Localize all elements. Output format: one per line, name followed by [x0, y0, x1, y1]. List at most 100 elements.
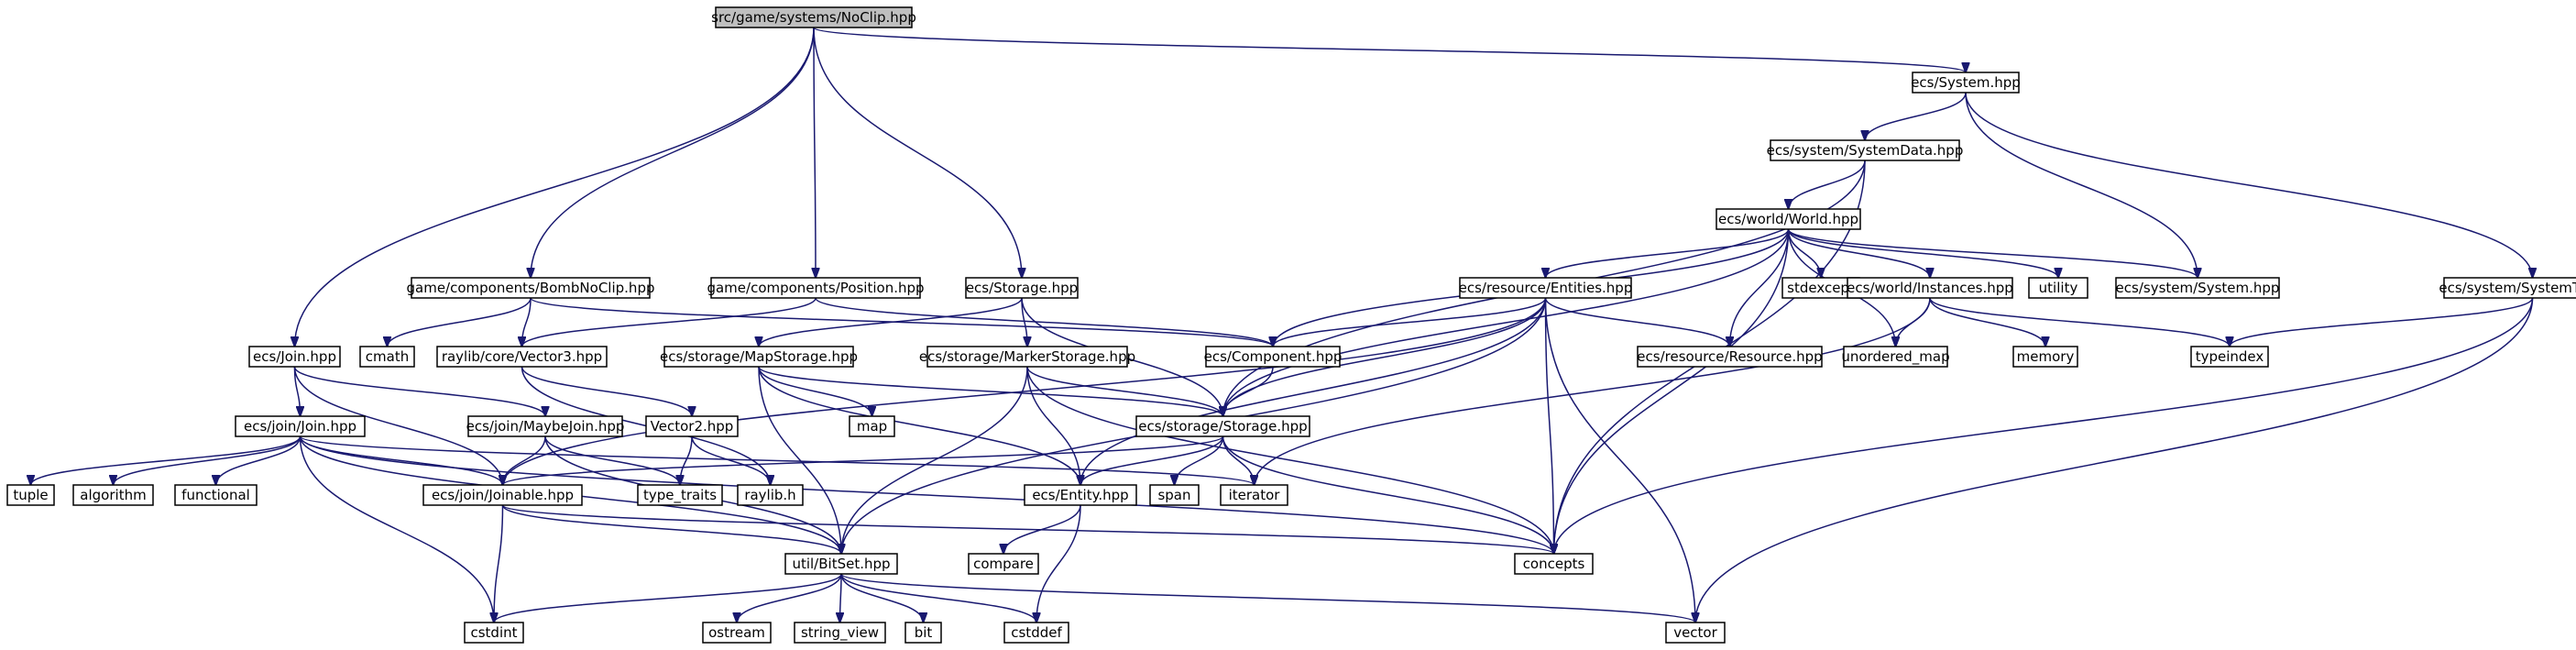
node-raylib-core-vector3-hpp[interactable]: raylib/core/Vector3.hpp [436, 346, 608, 368]
node-ecs-storage-markerstorage-hpp[interactable]: ecs/storage/MarkerStorage.hpp [919, 346, 1135, 368]
node-utility[interactable]: utility [2028, 277, 2088, 299]
node-label: ecs/resource/Entities.hpp [1459, 280, 1633, 296]
node-ecs-storage-storage-hpp[interactable]: ecs/storage/Storage.hpp [1135, 415, 1310, 437]
node-unordered-map[interactable]: unordered_map [1841, 346, 1950, 368]
node-map[interactable]: map [849, 415, 895, 437]
node-label: game/components/BombNoClip.hpp [407, 280, 655, 296]
node-src-game-systems-noclip-hpp[interactable]: src/game/systems/NoClip.hpp [711, 6, 916, 28]
edge-ecs-storage-mapstorage-hpp-to-ecs-entity-hpp [758, 366, 1080, 485]
node-label: algorithm [80, 487, 146, 503]
node-bit[interactable]: bit [904, 622, 942, 644]
node-label: iterator [1229, 487, 1281, 503]
node-ecs-system-system-hpp[interactable]: ecs/system/System.hpp [2115, 277, 2280, 299]
node-ecs-storage-mapstorage-hpp[interactable]: ecs/storage/MapStorage.hpp [660, 346, 858, 368]
node-label: ecs/Entity.hpp [1032, 487, 1128, 503]
node-compare[interactable]: compare [968, 553, 1039, 575]
node-box [467, 415, 623, 437]
edge-util-bitset-hpp-to-string-view [840, 573, 842, 622]
node-game-components-bombnoclip-hpp[interactable]: game/components/BombNoClip.hpp [407, 277, 655, 299]
edge-util-bitset-hpp-to-ostream [737, 573, 842, 622]
node-box [2012, 346, 2078, 368]
node-label: stdexcept [1787, 280, 1855, 296]
node-ecs-resource-resource-hpp[interactable]: ecs/resource/Resource.hpp [1637, 346, 1823, 368]
node-cstdint[interactable]: cstdint [464, 622, 524, 644]
node-util-bitset-hpp[interactable]: util/BitSet.hpp [784, 553, 898, 575]
edge-src-game-systems-noclip-hpp-to-ecs-storage-hpp [813, 27, 1022, 278]
edge-ecs-join-join-hpp-to-functional [216, 435, 301, 485]
node-box [965, 277, 1079, 299]
node-box [737, 484, 804, 506]
node-label: typeindex [2196, 348, 2264, 365]
edge-ecs-resource-entities-hpp-to-ecs-entity-hpp [1080, 297, 1547, 485]
node-label: ecs/join/MaybeJoin.hpp [466, 418, 625, 435]
node-box [1149, 484, 1200, 506]
node-functional[interactable]: functional [174, 484, 258, 506]
node-ecs-join-joinable-hpp[interactable]: ecs/join/Joinable.hpp [422, 484, 583, 506]
node-ecs-world-instances-hpp[interactable]: ecs/world/Instances.hpp [1847, 277, 2013, 299]
node-ecs-join-maybejoin-hpp[interactable]: ecs/join/MaybeJoin.hpp [466, 415, 625, 437]
edge-ecs-world-world-hpp-to-ecs-world-instances-hpp [1787, 228, 1931, 278]
node-typeindex[interactable]: typeindex [2190, 346, 2269, 368]
node-label: ecs/System.hpp [1911, 74, 2021, 91]
node-vector2-hpp[interactable]: Vector2.hpp [645, 415, 739, 437]
node-label: ecs/world/World.hpp [1718, 211, 1858, 227]
node-memory[interactable]: memory [2012, 346, 2078, 368]
edge-ecs-resource-entities-hpp-to-ecs-component-hpp [1273, 297, 1547, 347]
node-label: ecs/system/System.hpp [2116, 280, 2280, 296]
edge-ecs-world-world-hpp-to-ecs-resource-resource-hpp [1730, 228, 1790, 347]
node-label: ecs/resource/Resource.hpp [1637, 348, 1822, 365]
node-ecs-resource-entities-hpp[interactable]: ecs/resource/Entities.hpp [1459, 277, 1633, 299]
edge-ecs-world-world-hpp-to-ecs-system-system-hpp [1787, 228, 2198, 278]
node-tuple[interactable]: tuple [6, 484, 55, 506]
edge-ecs-join-hpp-to-ecs-join-joinable-hpp [293, 366, 503, 485]
edge-raylib-core-vector3-hpp-to-vector2-hpp [521, 366, 693, 416]
edge-ecs-world-instances-hpp-to-typeindex [1929, 297, 2230, 347]
node-ecs-world-world-hpp[interactable]: ecs/world/World.hpp [1716, 208, 1861, 230]
node-label: type_traits [643, 487, 717, 504]
node-game-components-position-hpp[interactable]: game/components/Position.hpp [707, 277, 925, 299]
node-type-traits[interactable]: type_traits [637, 484, 723, 506]
node-concepts[interactable]: concepts [1514, 553, 1594, 575]
edge-game-components-bombnoclip-hpp-to-ecs-component-hpp [530, 297, 1273, 347]
node-algorithm[interactable]: algorithm [72, 484, 154, 506]
node-ecs-storage-hpp[interactable]: ecs/Storage.hpp [965, 277, 1079, 299]
node-box [1665, 622, 1726, 644]
node-box [1716, 208, 1861, 230]
node-box [637, 484, 723, 506]
node-box [1843, 346, 1948, 368]
node-label: ostream [708, 624, 765, 641]
node-span[interactable]: span [1149, 484, 1200, 506]
node-box [926, 346, 1128, 368]
node-ecs-system-systemtag-hpp[interactable]: ecs/system/SystemTag.hpp [2439, 277, 2576, 299]
edge-ecs-world-world-hpp-to-ecs-storage-storage-hpp [1223, 228, 1790, 416]
edge-ecs-storage-markerstorage-hpp-to-ecs-storage-storage-hpp [1026, 366, 1223, 416]
node-box [710, 277, 921, 299]
edge-ecs-system-systemtag-hpp-to-vector [1695, 297, 2534, 622]
node-box [248, 346, 341, 368]
edge-ecs-system-systemtag-hpp-to-concepts [1554, 297, 2534, 554]
node-ostream[interactable]: ostream [702, 622, 772, 644]
node-box [1024, 484, 1137, 506]
node-raylib-h[interactable]: raylib.h [737, 484, 804, 506]
node-cstddef[interactable]: cstddef [1003, 622, 1069, 644]
node-ecs-system-hpp[interactable]: ecs/System.hpp [1911, 72, 2021, 94]
edge-ecs-resource-entities-hpp-to-concepts [1544, 297, 1554, 554]
node-ecs-entity-hpp[interactable]: ecs/Entity.hpp [1024, 484, 1137, 506]
node-string-view[interactable]: string_view [794, 622, 886, 644]
node-cmath[interactable]: cmath [359, 346, 415, 368]
node-label: bit [915, 624, 933, 641]
edge-ecs-world-world-hpp-to-utility [1787, 228, 2059, 278]
edge-ecs-world-world-hpp-to-ecs-resource-entities-hpp [1546, 228, 1790, 278]
node-ecs-component-hpp[interactable]: ecs/Component.hpp [1204, 346, 1343, 368]
edge-ecs-entity-hpp-to-compare [1003, 504, 1081, 554]
edge-ecs-join-maybejoin-hpp-to-type-traits [544, 435, 680, 485]
node-vector[interactable]: vector [1665, 622, 1726, 644]
node-label: ecs/Storage.hpp [966, 280, 1078, 296]
node-box [2443, 277, 2576, 299]
node-ecs-join-join-hpp[interactable]: ecs/join/Join.hpp [235, 415, 366, 437]
node-ecs-join-hpp[interactable]: ecs/Join.hpp [248, 346, 341, 368]
edge-ecs-join-join-hpp-to-iterator [299, 435, 1255, 485]
node-iterator[interactable]: iterator [1220, 484, 1288, 506]
node-ecs-system-systemdata-hpp[interactable]: ecs/system/SystemData.hpp [1767, 139, 1964, 161]
node-label: memory [2017, 348, 2075, 365]
